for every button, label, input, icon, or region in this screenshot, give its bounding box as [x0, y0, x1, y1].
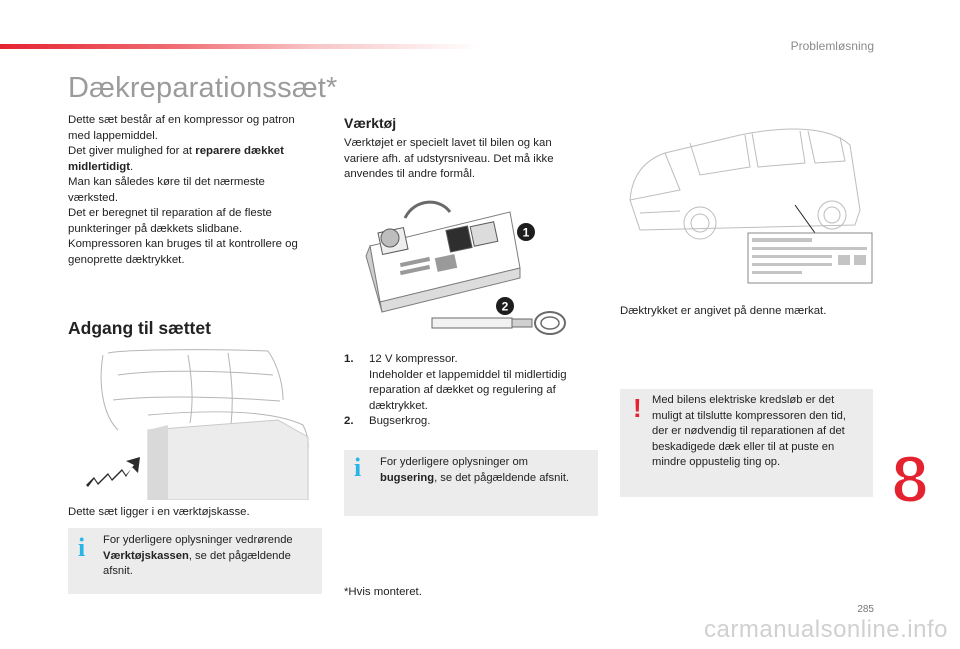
chapter-title: Problemløsning — [790, 39, 874, 53]
tools-info-note: i For yderligere oplysninger om bugserin… — [344, 450, 598, 516]
tools-note-text: For yderligere oplysninger om bugsering,… — [380, 456, 570, 484]
info-icon: i — [78, 533, 86, 562]
intro-text: Dette sæt består af en kompressor og pat… — [68, 113, 328, 268]
list-item: 2. Bugserkrog. — [344, 415, 431, 427]
access-info-note: i For yderligere oplysninger vedrørende … — [68, 528, 322, 594]
tools-illustration: 1 2 — [360, 198, 590, 338]
header-accent-bar — [0, 44, 480, 49]
intro-line: midlertidigt. — [68, 160, 134, 173]
warning-note: ! Med bilens elektriske kredsløb er det … — [620, 389, 873, 497]
intro-line: punkteringer på dækkets slidbane. — [68, 222, 243, 235]
pressure-caption: Dæktrykket er angivet på denne mærkat. — [620, 305, 827, 317]
access-heading: Adgang til sættet — [68, 318, 211, 338]
list-item: 1. 12 V kompressor. Indeholder et lappem… — [344, 353, 567, 412]
watermark: carmanualsonline.info — [704, 616, 948, 643]
footnote: *Hvis monteret. — [344, 586, 422, 598]
access-caption: Dette sæt ligger i en værktøjskasse. — [68, 506, 250, 518]
seat-toolbox-illustration — [68, 345, 324, 501]
intro-line: værksted. — [68, 191, 119, 204]
callout-1-label: 1 — [523, 226, 530, 240]
intro-line: Kompressoren kan bruges til at kontrolle… — [68, 238, 298, 250]
warning-text: Med bilens elektriske kredsløb er det mu… — [652, 394, 847, 468]
svg-text:8: 8 — [892, 442, 929, 516]
callout-2-marker — [496, 297, 514, 315]
intro-line: Dette sæt består af en kompressor og pat… — [68, 114, 295, 126]
callout-1-marker — [517, 223, 535, 241]
tools-heading: Værktøj — [344, 115, 397, 131]
intro-line: Man kan således køre til det nærmeste — [68, 176, 265, 188]
warning-icon: ! — [633, 393, 642, 423]
intro-line: med lappemiddel. — [68, 129, 158, 142]
intro-line: genoprette dæktrykket. — [68, 253, 185, 266]
chapter-number-badge: 8 — [885, 440, 935, 520]
intro-line: Det er beregnet til reparation af de fle… — [68, 207, 272, 219]
van-pressure-label-illustration — [620, 115, 875, 290]
intro-line: Det giver mulighed for at reparere dække… — [68, 145, 284, 157]
page-number: 285 — [857, 604, 874, 615]
access-note-text: For yderligere oplysninger vedrørende Væ… — [103, 534, 293, 577]
info-icon: i — [354, 453, 362, 482]
tools-intro: Værktøjet er specielt lavet til bilen og… — [344, 137, 554, 180]
callout-2-label: 2 — [502, 300, 509, 314]
page-title: Dækreparationssæt* — [68, 72, 338, 104]
tools-list: 1. 12 V kompressor. Indeholder et lappem… — [344, 352, 594, 430]
